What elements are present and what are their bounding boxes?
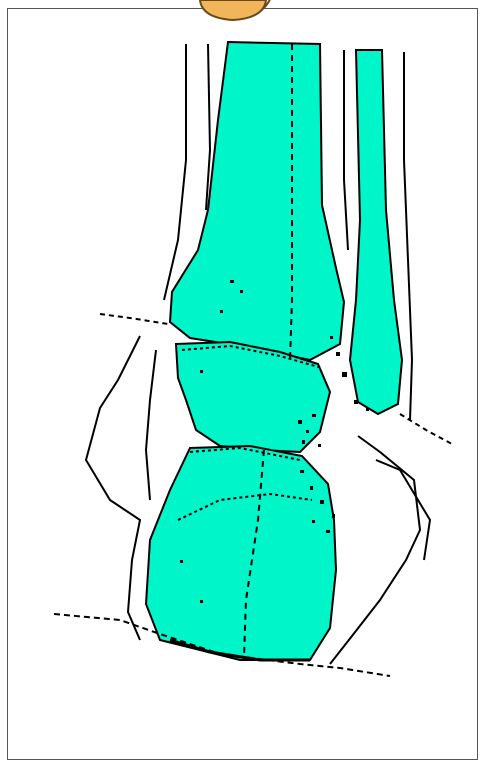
ankle-crease-right	[400, 414, 452, 444]
soft-tissue-left	[86, 336, 140, 640]
tibia-outline-right	[206, 44, 210, 210]
tibia-bone	[170, 42, 344, 360]
top-tab-accent	[200, 0, 266, 20]
fibula-outline	[344, 50, 348, 250]
ankle-crease-left	[100, 314, 168, 324]
calcaneus-bone	[146, 446, 336, 660]
tibia-outline-left	[164, 44, 186, 300]
fibula-bone	[350, 50, 402, 414]
soft-tissue-left-inner	[146, 350, 156, 500]
soft-tissue-right	[330, 436, 420, 664]
soft-tissue-right-outer	[376, 460, 430, 560]
fibula-outline-right	[404, 52, 412, 420]
bone-group	[146, 42, 402, 660]
